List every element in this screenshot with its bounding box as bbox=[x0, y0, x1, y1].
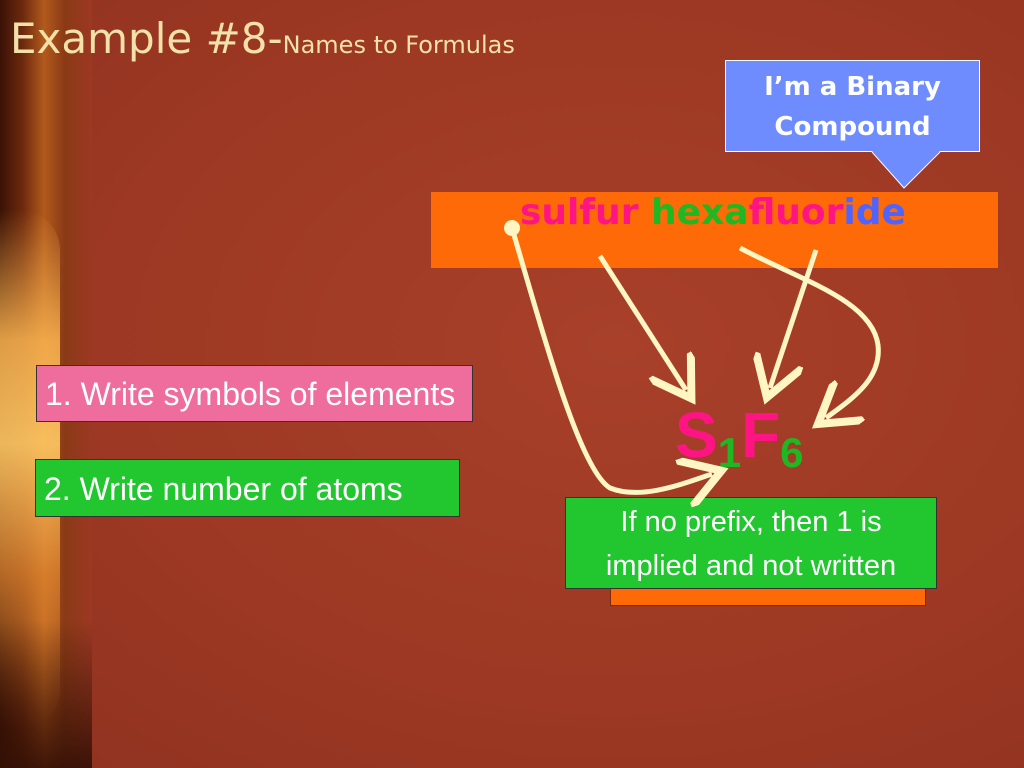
formula-symbol-f: F bbox=[741, 399, 781, 471]
arrow-hexa-to-subscript bbox=[597, 254, 686, 390]
binary-compound-callout: I’m a Binary Compound bbox=[725, 60, 980, 152]
name-suffix-ide: ide bbox=[843, 192, 906, 233]
callout-line-2: Compound bbox=[774, 112, 931, 142]
name-sulfur: sulfur bbox=[520, 192, 639, 233]
formula-symbol-s: S bbox=[675, 399, 718, 471]
title-sub: Names to Formulas bbox=[282, 31, 515, 59]
callout-line-1: I’m a Binary bbox=[764, 72, 941, 102]
note-line-1: If no prefix, then 1 is bbox=[620, 506, 882, 538]
compound-name: sulfur hexafluoride bbox=[520, 192, 906, 233]
step-1-box: 1. Write symbols of elements bbox=[36, 365, 473, 422]
name-fluor: fluor bbox=[748, 192, 844, 233]
chemical-formula: S1F6 bbox=[675, 398, 804, 476]
slide-title: Example #8-Names to Formulas bbox=[10, 14, 515, 63]
step-2-box: 2. Write number of atoms bbox=[35, 459, 460, 517]
arrow-ide-to-6 bbox=[738, 245, 881, 418]
arrow-fluor-to-f bbox=[770, 249, 819, 388]
formula-subscript-1: 1 bbox=[717, 429, 742, 476]
name-prefix-hexa: hexa bbox=[651, 192, 749, 233]
formula-subscript-6: 6 bbox=[780, 429, 804, 476]
title-main: Example #8- bbox=[10, 14, 283, 63]
note-line-2: implied and not written bbox=[605, 550, 897, 582]
implied-one-note: If no prefix, then 1 is implied and not … bbox=[565, 497, 937, 589]
